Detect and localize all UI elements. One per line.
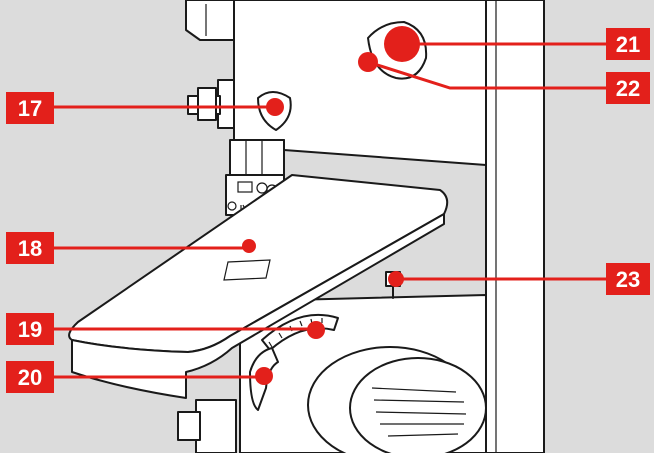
label-18: 18 <box>18 236 42 261</box>
label-20: 20 <box>18 365 42 390</box>
callout-leaders <box>54 42 610 385</box>
saw-frame <box>485 0 545 453</box>
work-table <box>68 174 449 399</box>
callout-18: 18 <box>6 232 54 264</box>
lower-lock-knob <box>177 399 237 453</box>
motor-housing <box>307 346 487 453</box>
callout-19: 19 <box>6 313 54 345</box>
label-21: 21 <box>616 32 640 57</box>
callout-22: 22 <box>606 72 650 104</box>
callout-23: 23 <box>606 263 650 295</box>
label-17: 17 <box>18 96 42 121</box>
table-stop-bolt <box>385 271 404 299</box>
callout-21: 21 <box>606 28 650 60</box>
callout-20: 20 <box>6 361 54 393</box>
label-23: 23 <box>616 267 640 292</box>
label-22: 22 <box>616 76 640 101</box>
height-lock-clamp <box>187 79 292 131</box>
label-19: 19 <box>18 317 42 342</box>
callout-17: 17 <box>6 92 54 124</box>
